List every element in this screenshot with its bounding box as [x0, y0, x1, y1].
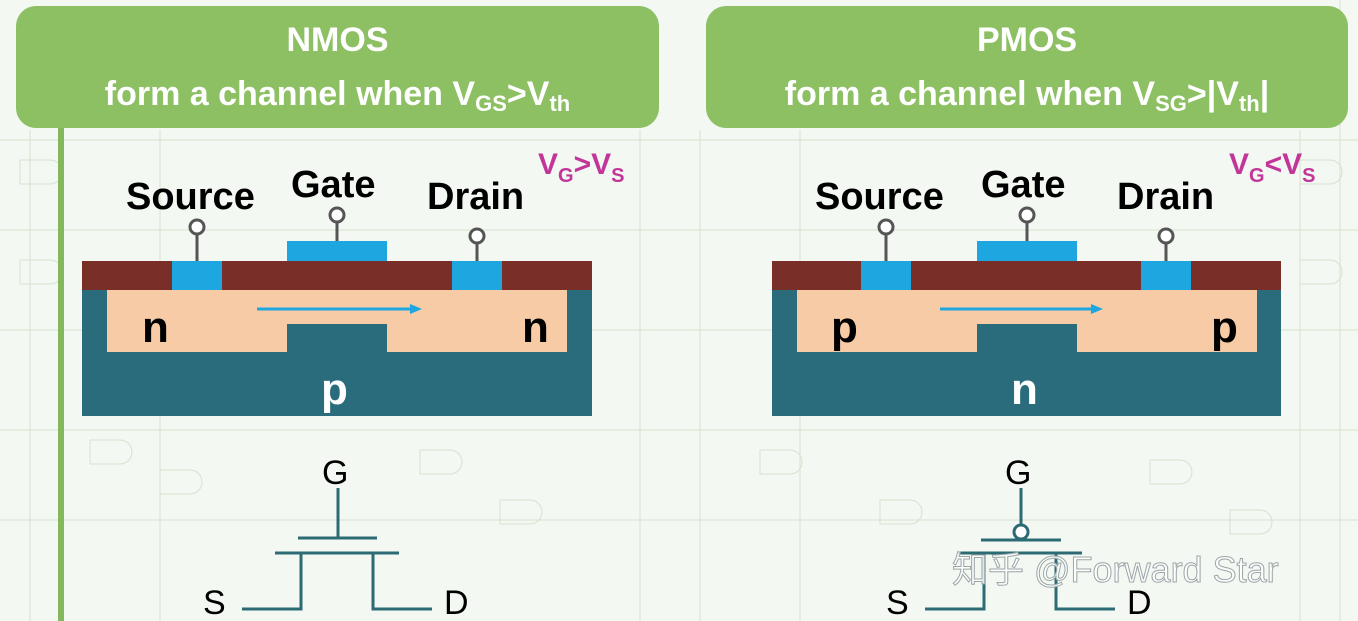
nmos-drain-pin — [468, 227, 486, 245]
pmos-symbol-d: D — [1127, 584, 1152, 621]
pmos-symbol-s: S — [886, 584, 909, 621]
nmos-bias-label: VG>VS — [538, 148, 624, 187]
nmos-well-right — [387, 288, 567, 352]
pmos-gate-plate — [977, 241, 1077, 261]
pmos-channel — [977, 288, 1077, 324]
nmos-symbol — [242, 488, 432, 611]
nmos-condition: form a channel when VGS>Vth — [104, 75, 571, 116]
nmos-substrate-label: p — [321, 365, 348, 414]
pmos-well-left-label: p — [831, 303, 858, 352]
nmos-diagram: VG>VS Source Gate Drain n n p G S D — [82, 148, 624, 621]
pmos-source-label: Source — [815, 176, 944, 218]
nmos-source-contact — [172, 261, 222, 290]
pmos-oxide — [772, 261, 1281, 290]
nmos-symbol-s: S — [203, 584, 226, 621]
pmos-substrate-label: n — [1011, 365, 1038, 414]
pmos-header: PMOS form a channel when VSG>|Vth| — [706, 6, 1348, 128]
pmos-well-right-label: p — [1211, 303, 1238, 352]
pmos-gate-label: Gate — [981, 164, 1065, 206]
pmos-drain-label: Drain — [1117, 176, 1214, 218]
nmos-gate-label: Gate — [291, 164, 375, 206]
pmos-source-contact — [861, 261, 911, 290]
nmos-symbol-g: G — [322, 454, 348, 492]
pmos-diagram: VG<VS Source Gate Drain p p n G S D 知乎 @… — [772, 148, 1315, 621]
pmos-title: PMOS — [976, 21, 1078, 59]
nmos-gate-plate — [287, 241, 387, 261]
pmos-condition: form a channel when VSG>|Vth| — [784, 75, 1270, 116]
nmos-well-right-label: n — [522, 303, 549, 352]
nmos-drain-label: Drain — [427, 176, 524, 218]
nmos-header: NMOS form a channel when VGS>Vth — [16, 6, 659, 128]
pmos-well-left — [797, 288, 977, 352]
nmos-oxide — [82, 261, 592, 290]
pmos-symbol-g: G — [1005, 454, 1031, 492]
nmos-well-left-label: n — [142, 303, 169, 352]
nmos-symbol-d: D — [444, 584, 469, 621]
nmos-channel — [287, 288, 387, 324]
nmos-title: NMOS — [286, 21, 389, 59]
pmos-symbol — [925, 488, 1115, 611]
nmos-well-left — [107, 288, 287, 352]
pmos-gate-pin — [1018, 206, 1036, 224]
left-vertical-bar — [58, 128, 64, 621]
pmos-well-right — [1077, 288, 1257, 352]
pmos-drain-contact — [1141, 261, 1191, 290]
watermark: 知乎 @Forward Star — [952, 549, 1279, 590]
nmos-source-pin — [188, 218, 206, 236]
pmos-source-pin — [877, 218, 895, 236]
nmos-source-label: Source — [126, 176, 255, 218]
pmos-drain-pin — [1157, 227, 1175, 245]
pmos-bias-label: VG<VS — [1229, 148, 1315, 187]
nmos-gate-pin — [328, 206, 346, 224]
nmos-drain-contact — [452, 261, 502, 290]
